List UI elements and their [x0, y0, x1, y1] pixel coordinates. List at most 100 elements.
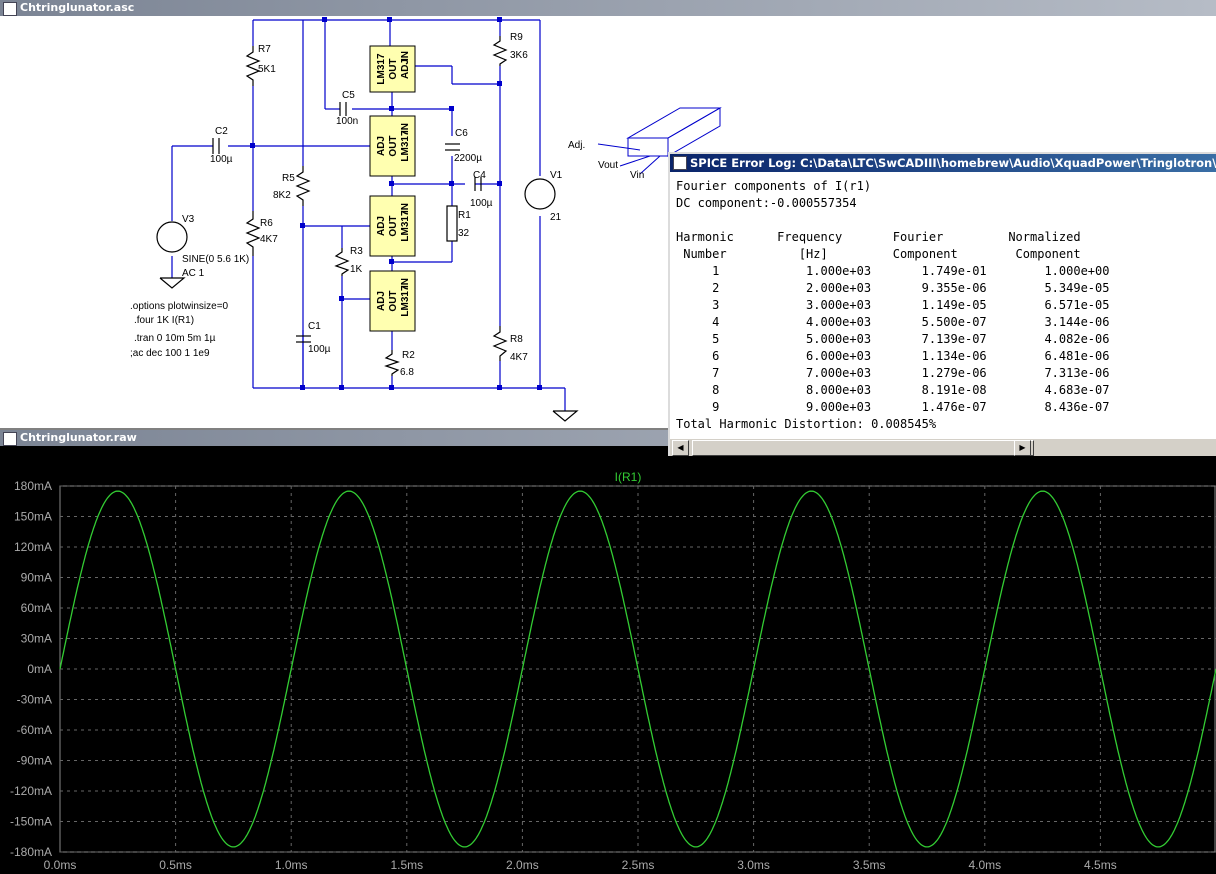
log-row: 9 9.000e+03 1.476e-07 8.436e-07 [676, 400, 1110, 414]
scroll-left-button[interactable]: ◀ [672, 440, 689, 456]
y-tick-label: -30mA [17, 693, 52, 707]
log-row: 7 7.000e+03 1.279e-06 7.313e-06 [676, 366, 1110, 380]
y-tick-label: -180mA [10, 845, 52, 859]
resistor-r5 [295, 166, 311, 206]
ic-pin-label: OUT [388, 290, 399, 311]
schematic-label-d3: .tran 0 10m 5m 1µ [134, 333, 216, 344]
log-row: 2 2.000e+03 9.355e-06 5.349e-05 [676, 281, 1110, 295]
schematic-label-d1: .options plotwinsize=0 [130, 301, 229, 312]
y-tick-label: -60mA [17, 723, 52, 737]
ic-pin-label: ADJ [376, 216, 387, 236]
ground-symbol [159, 277, 186, 289]
spice-error-log-window[interactable]: SPICE Error Log: C:\Data\LTC\SwCADIII\ho… [668, 152, 1216, 456]
ic-in-label: IN [400, 123, 411, 133]
log-row: 1 1.000e+03 1.749e-01 1.000e+00 [676, 264, 1110, 278]
x-tick-label: 3.0ms [737, 858, 770, 872]
schematic-label-r6v: 4K7 [260, 234, 278, 245]
resistor-r9 [492, 36, 508, 66]
schematic-label-r5: R5 [282, 173, 295, 184]
x-tick-label: 4.0ms [968, 858, 1001, 872]
y-tick-label: -120mA [10, 784, 52, 798]
log-title: SPICE Error Log: C:\Data\LTC\SwCADIII\ho… [690, 156, 1216, 170]
waveform-icon [3, 432, 17, 446]
schematic-title-bar[interactable]: Chtringlunator.asc [0, 0, 1216, 16]
x-tick-label: 3.5ms [853, 858, 886, 872]
schematic-label-r7v: 5K1 [258, 64, 276, 75]
schematic-label-r8v: 4K7 [510, 352, 528, 363]
log-row: 8 8.000e+03 8.191e-08 4.683e-07 [676, 383, 1110, 397]
ic-pin-label: OUT [388, 58, 399, 79]
source-v3 [156, 221, 188, 253]
schematic-label-d2: .four 1K I(R1) [134, 315, 194, 326]
x-tick-label: 2.0ms [506, 858, 539, 872]
wire-junctions [250, 17, 542, 390]
ic-pin-label: LM317 [400, 130, 411, 162]
trace-title[interactable]: I(R1) [615, 470, 642, 484]
scroll-right-button[interactable]: ▶ [1014, 440, 1031, 456]
log-heading: Fourier components of I(r1) [676, 179, 872, 193]
resistors [245, 36, 508, 376]
schematic-label-c1: C1 [308, 321, 321, 332]
schematic-label-r7: R7 [258, 44, 271, 55]
schematic-label-r6: R6 [260, 218, 273, 229]
schematic-label-pkg_vin: Vin [630, 170, 644, 181]
log-row: 5 5.000e+03 7.139e-07 4.082e-06 [676, 332, 1110, 346]
y-tick-label: 0mA [27, 662, 52, 676]
log-horizontal-scrollbar[interactable]: ◀ ▶ [670, 438, 1216, 456]
log-title-bar[interactable]: SPICE Error Log: C:\Data\LTC\SwCADIII\ho… [670, 154, 1216, 172]
schematic-label-v1v: 21 [550, 212, 562, 223]
to220-package-drawing [597, 107, 722, 175]
y-tick-label: 180mA [14, 479, 52, 493]
schematic-label-r3: R3 [350, 246, 363, 257]
x-tick-label: 0.5ms [159, 858, 192, 872]
trace-i-r1[interactable] [59, 490, 1216, 848]
schematic-label-pkg_vout: Vout [598, 160, 618, 171]
schematic-label-r3v: 1K [350, 264, 363, 275]
resistor-r1 [446, 205, 458, 242]
schematic-label-r5v: 8K2 [273, 190, 291, 201]
waveform-plot[interactable]: 180mA150mA120mA90mA60mA30mA0mA-30mA-60mA… [0, 446, 1216, 874]
log-window-icon [673, 156, 687, 170]
wires [171, 19, 566, 411]
schematic-label-c6v: 2200µ [454, 153, 482, 164]
schematic-label-c5: C5 [342, 90, 355, 101]
y-tick-label: 30mA [21, 632, 52, 646]
schematic-label-r2: R2 [402, 350, 415, 361]
scroll-thumb[interactable] [692, 440, 1034, 456]
schematic-label-v3v2: AC 1 [182, 268, 205, 279]
schematic-label-c6: C6 [455, 128, 468, 139]
schematic-label-v3: V3 [182, 214, 195, 225]
schematic-label-d4: ;ac dec 100 1 1e9 [130, 348, 210, 359]
x-tick-label: 1.5ms [390, 858, 423, 872]
log-thd: Total Harmonic Distortion: 0.008545% [676, 417, 937, 431]
lm317-ic-group [369, 45, 416, 332]
schematic-label-r9v: 3K6 [510, 50, 528, 61]
ic-in-label: IN [400, 51, 411, 61]
schematic-label-c1v: 100µ [308, 344, 331, 355]
log-column-header-2: Number [Hz] Component Component [676, 247, 1081, 261]
schematic-label-c2v: 100µ [210, 154, 233, 165]
schematic-label-c4v: 100µ [470, 198, 493, 209]
schematic-doc-icon [3, 2, 17, 16]
ic-pin-label: OUT [388, 215, 399, 236]
schematic-label-r2v: 6.8 [400, 367, 414, 378]
capacitors [212, 102, 482, 343]
ic-in-label: IN [400, 203, 411, 213]
schematic-label-v1: V1 [550, 170, 563, 181]
schematic-label-c4: C4 [473, 170, 486, 181]
y-tick-label: 90mA [21, 571, 52, 585]
resistor-r2 [384, 350, 400, 376]
ic-pin-label: ADJ [376, 291, 387, 311]
schematic-label-r8: R8 [510, 334, 523, 345]
source-v1 [524, 178, 556, 210]
resistor-r3 [334, 248, 350, 276]
x-tick-label: 0.0ms [44, 858, 77, 872]
y-tick-label: 60mA [21, 601, 52, 615]
x-tick-label: 1.0ms [275, 858, 308, 872]
